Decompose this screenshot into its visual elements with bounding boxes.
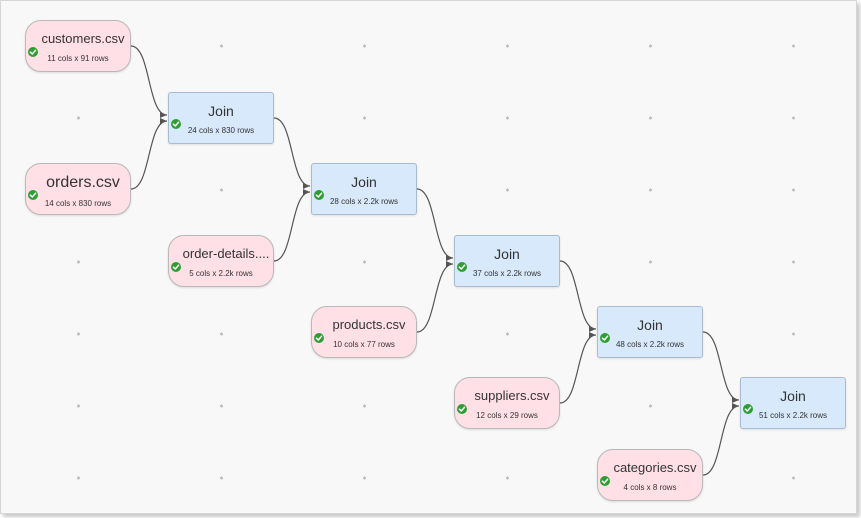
- edge-orderdetails-to-join2: [273, 189, 311, 262]
- node-title: suppliers.csv: [474, 388, 550, 403]
- node-orders-csv[interactable]: orders.csv 14 cols x 830 rows: [25, 163, 131, 215]
- edge-join1-to-join2: [273, 117, 311, 189]
- node-info: 12 cols x 29 rows: [476, 411, 538, 420]
- node-join-4[interactable]: Join 48 cols x 2.2k rows: [597, 306, 703, 358]
- node-info: 51 cols x 2.2k rows: [758, 411, 828, 420]
- check-icon: [600, 473, 610, 486]
- edge-join2-to-join3: [416, 188, 454, 261]
- node-title: products.csv: [332, 317, 406, 332]
- edge-orders-to-join1: [130, 118, 168, 190]
- node-title: Join: [494, 246, 520, 262]
- node-title: categories.csv: [613, 460, 697, 475]
- node-info: 37 cols x 2.2k rows: [472, 269, 542, 278]
- check-icon: [314, 187, 324, 200]
- node-customers-csv[interactable]: customers.csv 11 cols x 91 rows: [25, 20, 131, 72]
- node-products-csv[interactable]: products.csv 10 cols x 77 rows: [311, 306, 417, 358]
- node-categories-csv[interactable]: categories.csv 4 cols x 8 rows: [597, 449, 703, 501]
- edge-join4-to-join5: [702, 331, 740, 403]
- check-icon: [314, 330, 324, 343]
- edge-suppliers-to-join4: [559, 332, 597, 404]
- node-suppliers-csv[interactable]: suppliers.csv 12 cols x 29 rows: [454, 377, 560, 429]
- node-info: 11 cols x 91 rows: [47, 54, 109, 63]
- node-info: 10 cols x 77 rows: [333, 340, 395, 349]
- node-join-2[interactable]: Join 28 cols x 2.2k rows: [311, 163, 417, 215]
- check-icon: [28, 44, 38, 57]
- node-title: Join: [208, 103, 234, 119]
- node-join-3[interactable]: Join 37 cols x 2.2k rows: [454, 235, 560, 287]
- node-join-1[interactable]: Join 24 cols x 830 rows: [168, 92, 274, 144]
- node-title: order-details....: [182, 246, 270, 261]
- check-icon: [743, 401, 753, 414]
- check-icon: [457, 259, 467, 272]
- node-info: 5 cols x 2.2k rows: [189, 269, 253, 278]
- node-join-5[interactable]: Join 51 cols x 2.2k rows: [740, 377, 846, 429]
- check-icon: [171, 116, 181, 129]
- check-icon: [171, 259, 181, 272]
- node-info: 28 cols x 2.2k rows: [329, 197, 399, 206]
- node-info: 4 cols x 8 rows: [623, 483, 677, 492]
- check-icon: [600, 330, 610, 343]
- node-order-details-csv[interactable]: order-details.... 5 cols x 2.2k rows: [168, 235, 274, 287]
- node-title: Join: [637, 317, 663, 333]
- node-title: customers.csv: [41, 31, 125, 46]
- node-info: 48 cols x 2.2k rows: [615, 340, 685, 349]
- node-info: 14 cols x 830 rows: [44, 199, 112, 208]
- node-info: 24 cols x 830 rows: [187, 126, 255, 135]
- edge-customers-to-join1: [130, 45, 168, 118]
- node-title: Join: [780, 388, 806, 404]
- edge-join3-to-join4: [559, 260, 597, 332]
- node-title: orders.csv: [46, 174, 120, 191]
- check-icon: [457, 401, 467, 414]
- check-icon: [28, 187, 38, 200]
- edge-products-to-join3: [416, 261, 454, 333]
- edge-categories-to-join5: [702, 403, 740, 476]
- node-title: Join: [351, 174, 377, 190]
